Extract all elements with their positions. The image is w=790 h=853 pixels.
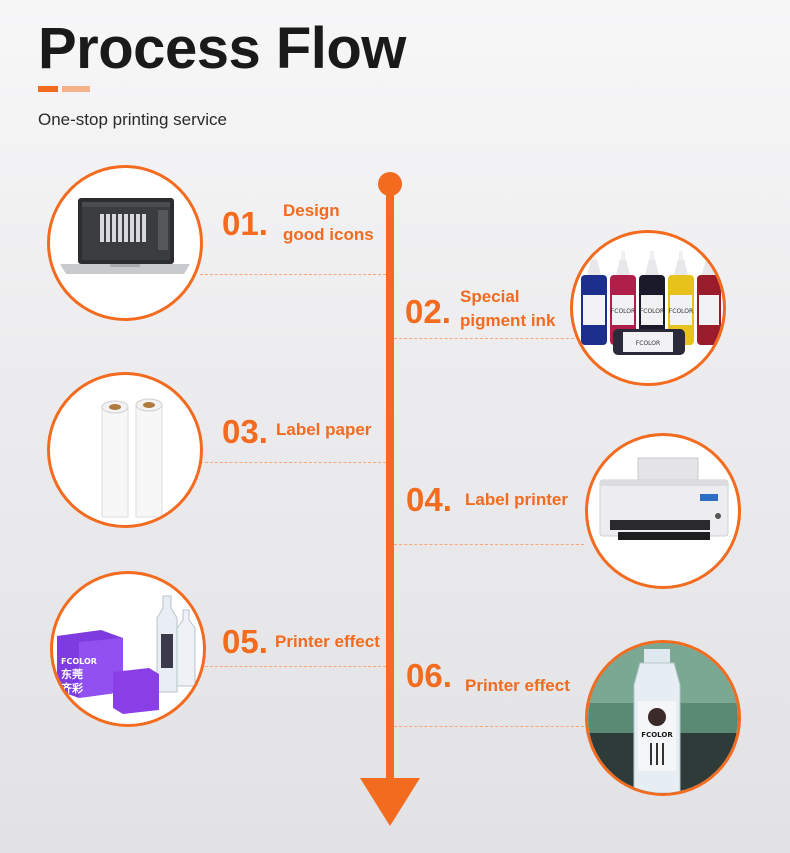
label-printer-icon [599,457,729,540]
laptop-icon [60,198,190,274]
connector-03 [200,462,386,463]
connector-04 [394,544,584,545]
step-04-number: 04. [406,481,452,518]
step-05-image: FCOLOR 东莞 齐彩 [50,571,206,727]
step-01-label-line1: Design [283,201,340,220]
step-04-label-line1: Label printer [465,490,568,509]
bottle-label-2: FCOLOR [640,308,664,315]
ink-bottles-icon: FCOLOR FCOLOR FCOLOR FCOLOR [581,251,721,355]
title-accent-bar [38,86,58,92]
step-06-image: FCOLOR [585,640,741,796]
step-03-number: 03. [222,413,268,450]
step-01-number: 01. [222,205,268,242]
page-title: Process Flow [38,16,406,81]
step-02-label-line2: pigment ink [460,311,556,330]
connector-02 [394,338,584,339]
step-05-label-line1: Printer effect [275,632,380,651]
printed-boxes-icon: FCOLOR 东莞 齐彩 [57,595,196,714]
box-text-2: 齐彩 [61,681,83,695]
connector-05 [200,666,386,667]
bottle-label-1: FCOLOR [611,308,635,315]
bottle-label-3: FCOLOR [669,308,693,315]
timeline-arrow-icon [360,778,420,826]
step-02-label-line1: Special [460,287,520,306]
printed-bottle-icon: FCOLOR [588,643,738,793]
step-04-image [585,433,741,589]
step-06-number: 06. [406,657,452,694]
connector-06 [394,726,584,727]
step-01-label-line2: good icons [283,225,374,244]
step-03-label-line1: Label paper [276,420,372,439]
step-05-number: 05. [222,623,268,660]
step-02-image: FCOLOR FCOLOR FCOLOR FCOLOR [570,230,726,386]
title-accent-bar-light [62,86,90,92]
box-text-1: 东莞 [61,667,83,681]
step-06-label-line1: Printer effect [465,676,570,695]
step-02-number: 02. [405,293,451,330]
timeline-start-dot [378,172,402,196]
box-brand-text: FCOLOR [61,657,97,666]
page-subtitle: One-stop printing service [38,110,227,129]
step-01-image [47,165,203,321]
bottle-label-4: FCOLOR [636,340,660,347]
bottle-brand-text: FCOLOR [641,731,673,739]
timeline-line [386,184,394,784]
step-03-image [47,372,203,528]
paper-rolls-icon [101,398,163,518]
connector-01 [200,274,386,275]
